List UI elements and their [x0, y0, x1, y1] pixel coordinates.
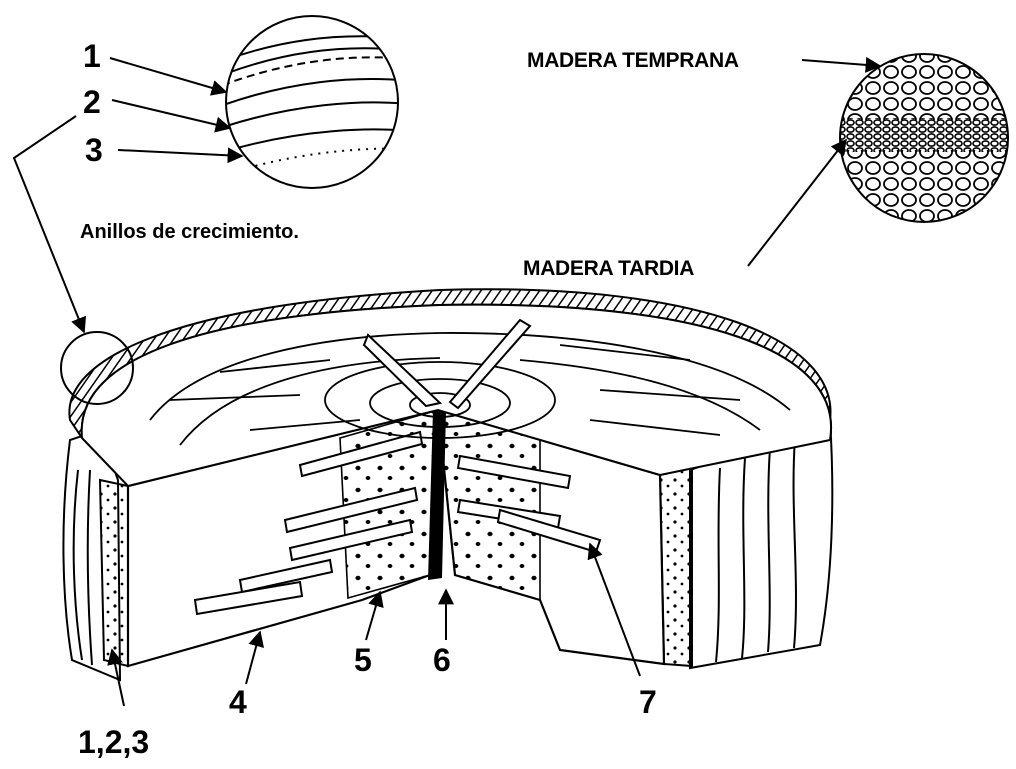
- callout-5: 5: [354, 644, 372, 676]
- callout-2: 2: [83, 86, 101, 118]
- growth-rings-detail: [200, 16, 420, 188]
- bark-band-left: [100, 480, 128, 666]
- callout-4: 4: [229, 686, 247, 718]
- growth-rings-caption: Anillos de crecimiento.: [80, 222, 299, 242]
- callout-7: 7: [639, 686, 657, 718]
- callout-123: 1,2,3: [78, 726, 149, 758]
- arrow-3: [118, 150, 242, 156]
- callout-3: 3: [85, 134, 103, 166]
- callout-1: 1: [83, 40, 101, 72]
- arrow-earlywood: [802, 60, 880, 66]
- earlywood-label: MADERA TEMPRANA: [527, 50, 739, 71]
- arrow-rings: [14, 116, 84, 332]
- arrow-latewood: [748, 140, 846, 266]
- arrow-1: [110, 58, 226, 92]
- arrow-2: [112, 100, 230, 128]
- arrow-4: [246, 632, 260, 684]
- latewood-label: MADERA TARDIA: [523, 258, 694, 279]
- wood-cells-detail: [830, 50, 1016, 230]
- bark-band-right: [660, 468, 692, 666]
- arrow-5: [366, 592, 380, 640]
- callout-6: 6: [433, 644, 451, 676]
